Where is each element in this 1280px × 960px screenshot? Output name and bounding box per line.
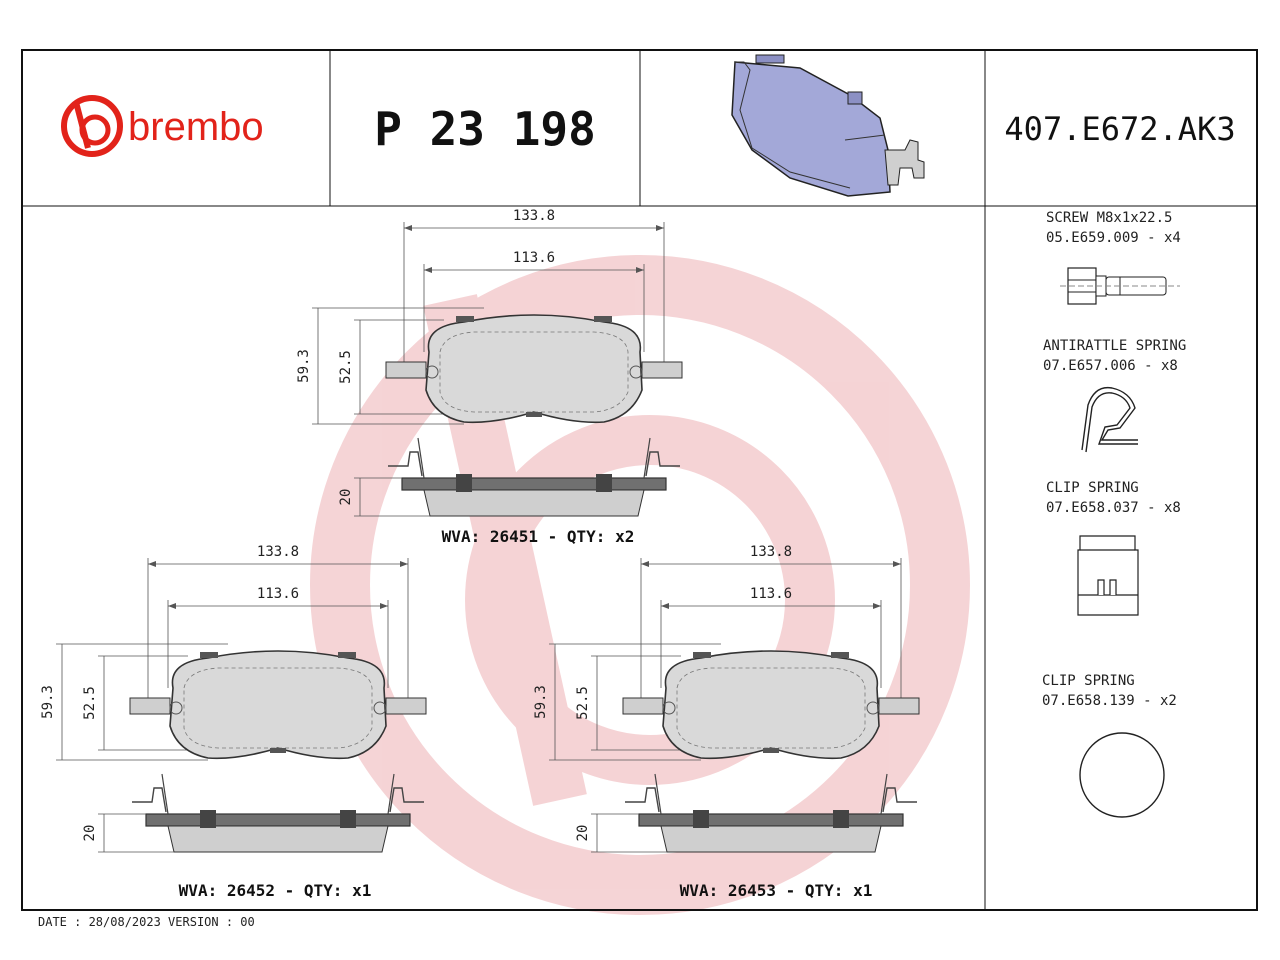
dim-width-inner-2: 113.6 bbox=[750, 586, 792, 602]
dim-height-inner-1: 52.5 bbox=[82, 686, 98, 720]
dim-height-inner-2: 52.5 bbox=[575, 686, 591, 720]
brembo-logo: brembo bbox=[61, 95, 264, 157]
pad-front-view-1 bbox=[169, 650, 387, 760]
accessory-name-3: CLIP SPRING bbox=[1042, 673, 1135, 689]
accessory-name-2: CLIP SPRING bbox=[1046, 480, 1139, 496]
screw-icon bbox=[1060, 267, 1180, 305]
dim-height-inner-0: 52.5 bbox=[338, 350, 354, 384]
accessory-name-1: ANTIRATTLE SPRING bbox=[1043, 338, 1186, 354]
ref-code: 407.E672.AK3 bbox=[1004, 110, 1235, 148]
dim-width-outer-1: 133.8 bbox=[257, 544, 299, 560]
pad-front-view-0 bbox=[425, 314, 643, 424]
dim-height-outer-0: 59.3 bbox=[296, 349, 312, 383]
pad-drawing-0 bbox=[312, 222, 683, 517]
dim-width-outer-2: 133.8 bbox=[750, 544, 792, 560]
accessory-code-0: 05.E659.009 - x4 bbox=[1046, 230, 1181, 246]
accessory-code-3: 07.E658.139 - x2 bbox=[1042, 693, 1177, 709]
accessory-code-1: 07.E657.006 - x8 bbox=[1043, 358, 1178, 374]
dim-height-outer-1: 59.3 bbox=[40, 685, 56, 719]
dim-width-inner-1: 113.6 bbox=[257, 586, 299, 602]
ring-clip-icon bbox=[1079, 732, 1165, 818]
pad-front-view-2 bbox=[662, 650, 880, 760]
pad-label-2: WVA: 26453 - QTY: x1 bbox=[680, 881, 873, 900]
antirattle-spring-icon bbox=[1081, 386, 1138, 453]
pad-drawing-1 bbox=[56, 558, 427, 853]
part-number: P 23 198 bbox=[374, 102, 596, 156]
dim-thickness-0: 20 bbox=[338, 489, 354, 506]
dim-thickness-1: 20 bbox=[82, 825, 98, 842]
dim-width-inner-0: 113.6 bbox=[513, 250, 555, 266]
clip-spring-icon bbox=[1077, 535, 1139, 616]
dim-width-outer-0: 133.8 bbox=[513, 208, 555, 224]
brand-name: brembo bbox=[128, 105, 264, 149]
dim-thickness-2: 20 bbox=[575, 825, 591, 842]
footer-date-version: DATE : 28/08/2023 VERSION : 00 bbox=[38, 915, 255, 929]
accessory-name-0: SCREW M8x1x22.5 bbox=[1046, 210, 1172, 226]
pad-label-0: WVA: 26451 - QTY: x2 bbox=[442, 527, 635, 546]
pad-3d-icon bbox=[731, 54, 925, 197]
dim-height-outer-2: 59.3 bbox=[533, 685, 549, 719]
pad-drawing-2 bbox=[549, 558, 920, 853]
pad-label-1: WVA: 26452 - QTY: x1 bbox=[179, 881, 372, 900]
accessory-code-2: 07.E658.037 - x8 bbox=[1046, 500, 1181, 516]
